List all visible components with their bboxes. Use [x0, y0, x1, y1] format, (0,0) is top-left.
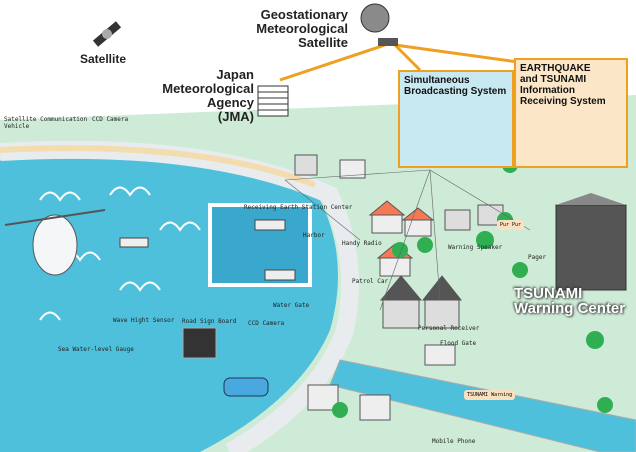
jma-line: Japan: [216, 67, 254, 82]
wc-line: TSUNAMI: [514, 285, 583, 302]
warning-center-building: [555, 193, 627, 291]
car-icon: [223, 377, 269, 397]
jma-line: Meteorological: [162, 81, 254, 96]
helicopter-icon: [4, 209, 106, 276]
label-road-sign: Road Sign Board: [182, 318, 237, 325]
wc-line: Warning Center: [514, 300, 626, 317]
gms-line: Meteorological: [256, 21, 348, 36]
label-mobile-phone: Mobile Phone: [432, 438, 476, 445]
label-satellite-vehicle: Satellite Communication Vehicle: [4, 116, 87, 130]
label-handy-radio: Handy Radio: [342, 240, 382, 247]
gms-line: Geostationary: [260, 7, 348, 22]
box-line: and TSUNAMI: [520, 74, 587, 85]
gms-line: Satellite: [298, 35, 348, 50]
label-water-gate: Water Gate: [273, 302, 310, 309]
box-line: EARTHQUAKE: [520, 63, 591, 74]
beach: [0, 145, 317, 188]
lbl-line: Vehicle: [4, 123, 30, 130]
label-warning-speaker: Warning Speaker: [448, 244, 503, 251]
houses: [294, 154, 504, 421]
label-sea-gauge: Sea Water-level Gauge: [58, 346, 134, 353]
box-line: Broadcasting System: [404, 86, 507, 97]
waves: [39, 186, 201, 321]
simultaneous-broadcasting-system-box: Simultaneous Broadcasting System: [398, 70, 514, 168]
jma-line: (JMA): [217, 109, 254, 124]
label-ccd-camera: CCD Camera: [92, 116, 129, 123]
road-sign-board-icon: [182, 327, 217, 359]
boat-icon: [254, 219, 286, 231]
box-line: Receiving System: [520, 96, 606, 107]
label-gms: Geostationary Meteorological Satellite: [248, 8, 348, 50]
river: [329, 359, 636, 452]
boat-icon: [119, 237, 149, 248]
boat-icon: [264, 269, 296, 281]
label-patrol-car: Patrol Car: [352, 278, 389, 285]
label-satellite: Satellite: [80, 52, 127, 66]
jma-line: Agency: [207, 95, 254, 110]
jma-building-icon: [257, 85, 289, 117]
pager-sound-bubble: Pur Pur: [497, 220, 525, 230]
satellite-icon: [92, 21, 122, 47]
box-line: Information: [520, 85, 575, 96]
label-harbor: Harbor: [303, 232, 325, 239]
label-receiving-station: Receiving Earth Station Center: [244, 204, 353, 211]
box-line: Simultaneous: [404, 75, 470, 86]
phone-message-bubble: TSUNAMI Warning: [464, 390, 516, 400]
label-pager: Pager: [528, 254, 547, 261]
label-personal-receiver: Personal Receiver: [418, 325, 480, 332]
label-wave-sensor: Wave Hight Sensor: [113, 317, 175, 324]
label-ccd-camera-2: CCD Camera: [248, 320, 285, 327]
information-receiving-system-box: EARTHQUAKE and TSUNAMI Information Recei…: [514, 58, 628, 168]
label-flood-gate: Flood Gate: [440, 340, 477, 347]
flood-gate-structure: [424, 344, 456, 366]
lbl-line: Satellite Communication: [4, 116, 88, 123]
gms-satellite-icon: [360, 3, 398, 46]
tsunami-warning-center-label: TSUNAMI Warning Center: [514, 286, 625, 316]
label-jma: Japan Meteorological Agency (JMA): [150, 68, 254, 124]
